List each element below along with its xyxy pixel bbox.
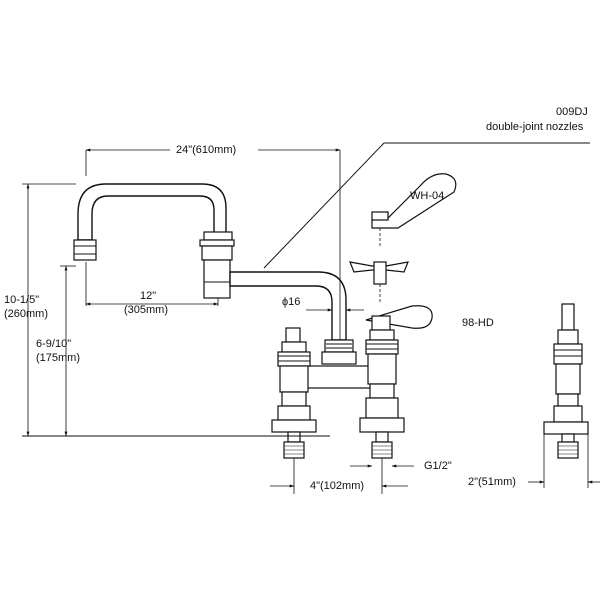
wh04-wrist-handle	[371, 173, 457, 246]
height-dimensions	[22, 183, 76, 437]
side-width-label: 2"(51mm)	[468, 476, 516, 488]
model-desc-label: double-joint nozzles	[486, 121, 584, 133]
right-valve	[359, 305, 433, 459]
spout-reach-mm-label: (305mm)	[124, 304, 169, 316]
pipe-diameter-label: ϕ16	[282, 296, 301, 308]
handle-wh04-label: WH-04	[410, 190, 445, 202]
nozzle-leader-line	[263, 142, 590, 269]
height-overall-mm-label: (260mm)	[4, 308, 49, 320]
spout-reach-in-label: 12"	[140, 290, 157, 302]
side-view-valve	[543, 303, 589, 459]
height-overall-in-label: 10-1/5"	[4, 294, 40, 306]
center-spacing-dimension	[270, 458, 408, 494]
left-valve	[271, 327, 317, 459]
swing-spout	[73, 183, 235, 299]
handle-98hd-label: 98-HD	[462, 317, 494, 329]
model-code-label: 009DJ	[556, 106, 588, 118]
faucet-body	[303, 339, 375, 389]
thread-size-label: G1/2"	[424, 460, 452, 472]
height-spout-in-label: 6-9/10"	[36, 338, 72, 350]
spout-reach-dimension	[85, 262, 219, 306]
side-width-dimension	[528, 434, 600, 488]
overall-width-dimension	[85, 148, 341, 340]
tee-handle	[349, 261, 409, 304]
center-spacing-label: 4"(102mm)	[310, 480, 365, 492]
height-spout-mm-label: (175mm)	[36, 352, 81, 364]
overall-width-label: 24"(610mm)	[176, 144, 237, 156]
